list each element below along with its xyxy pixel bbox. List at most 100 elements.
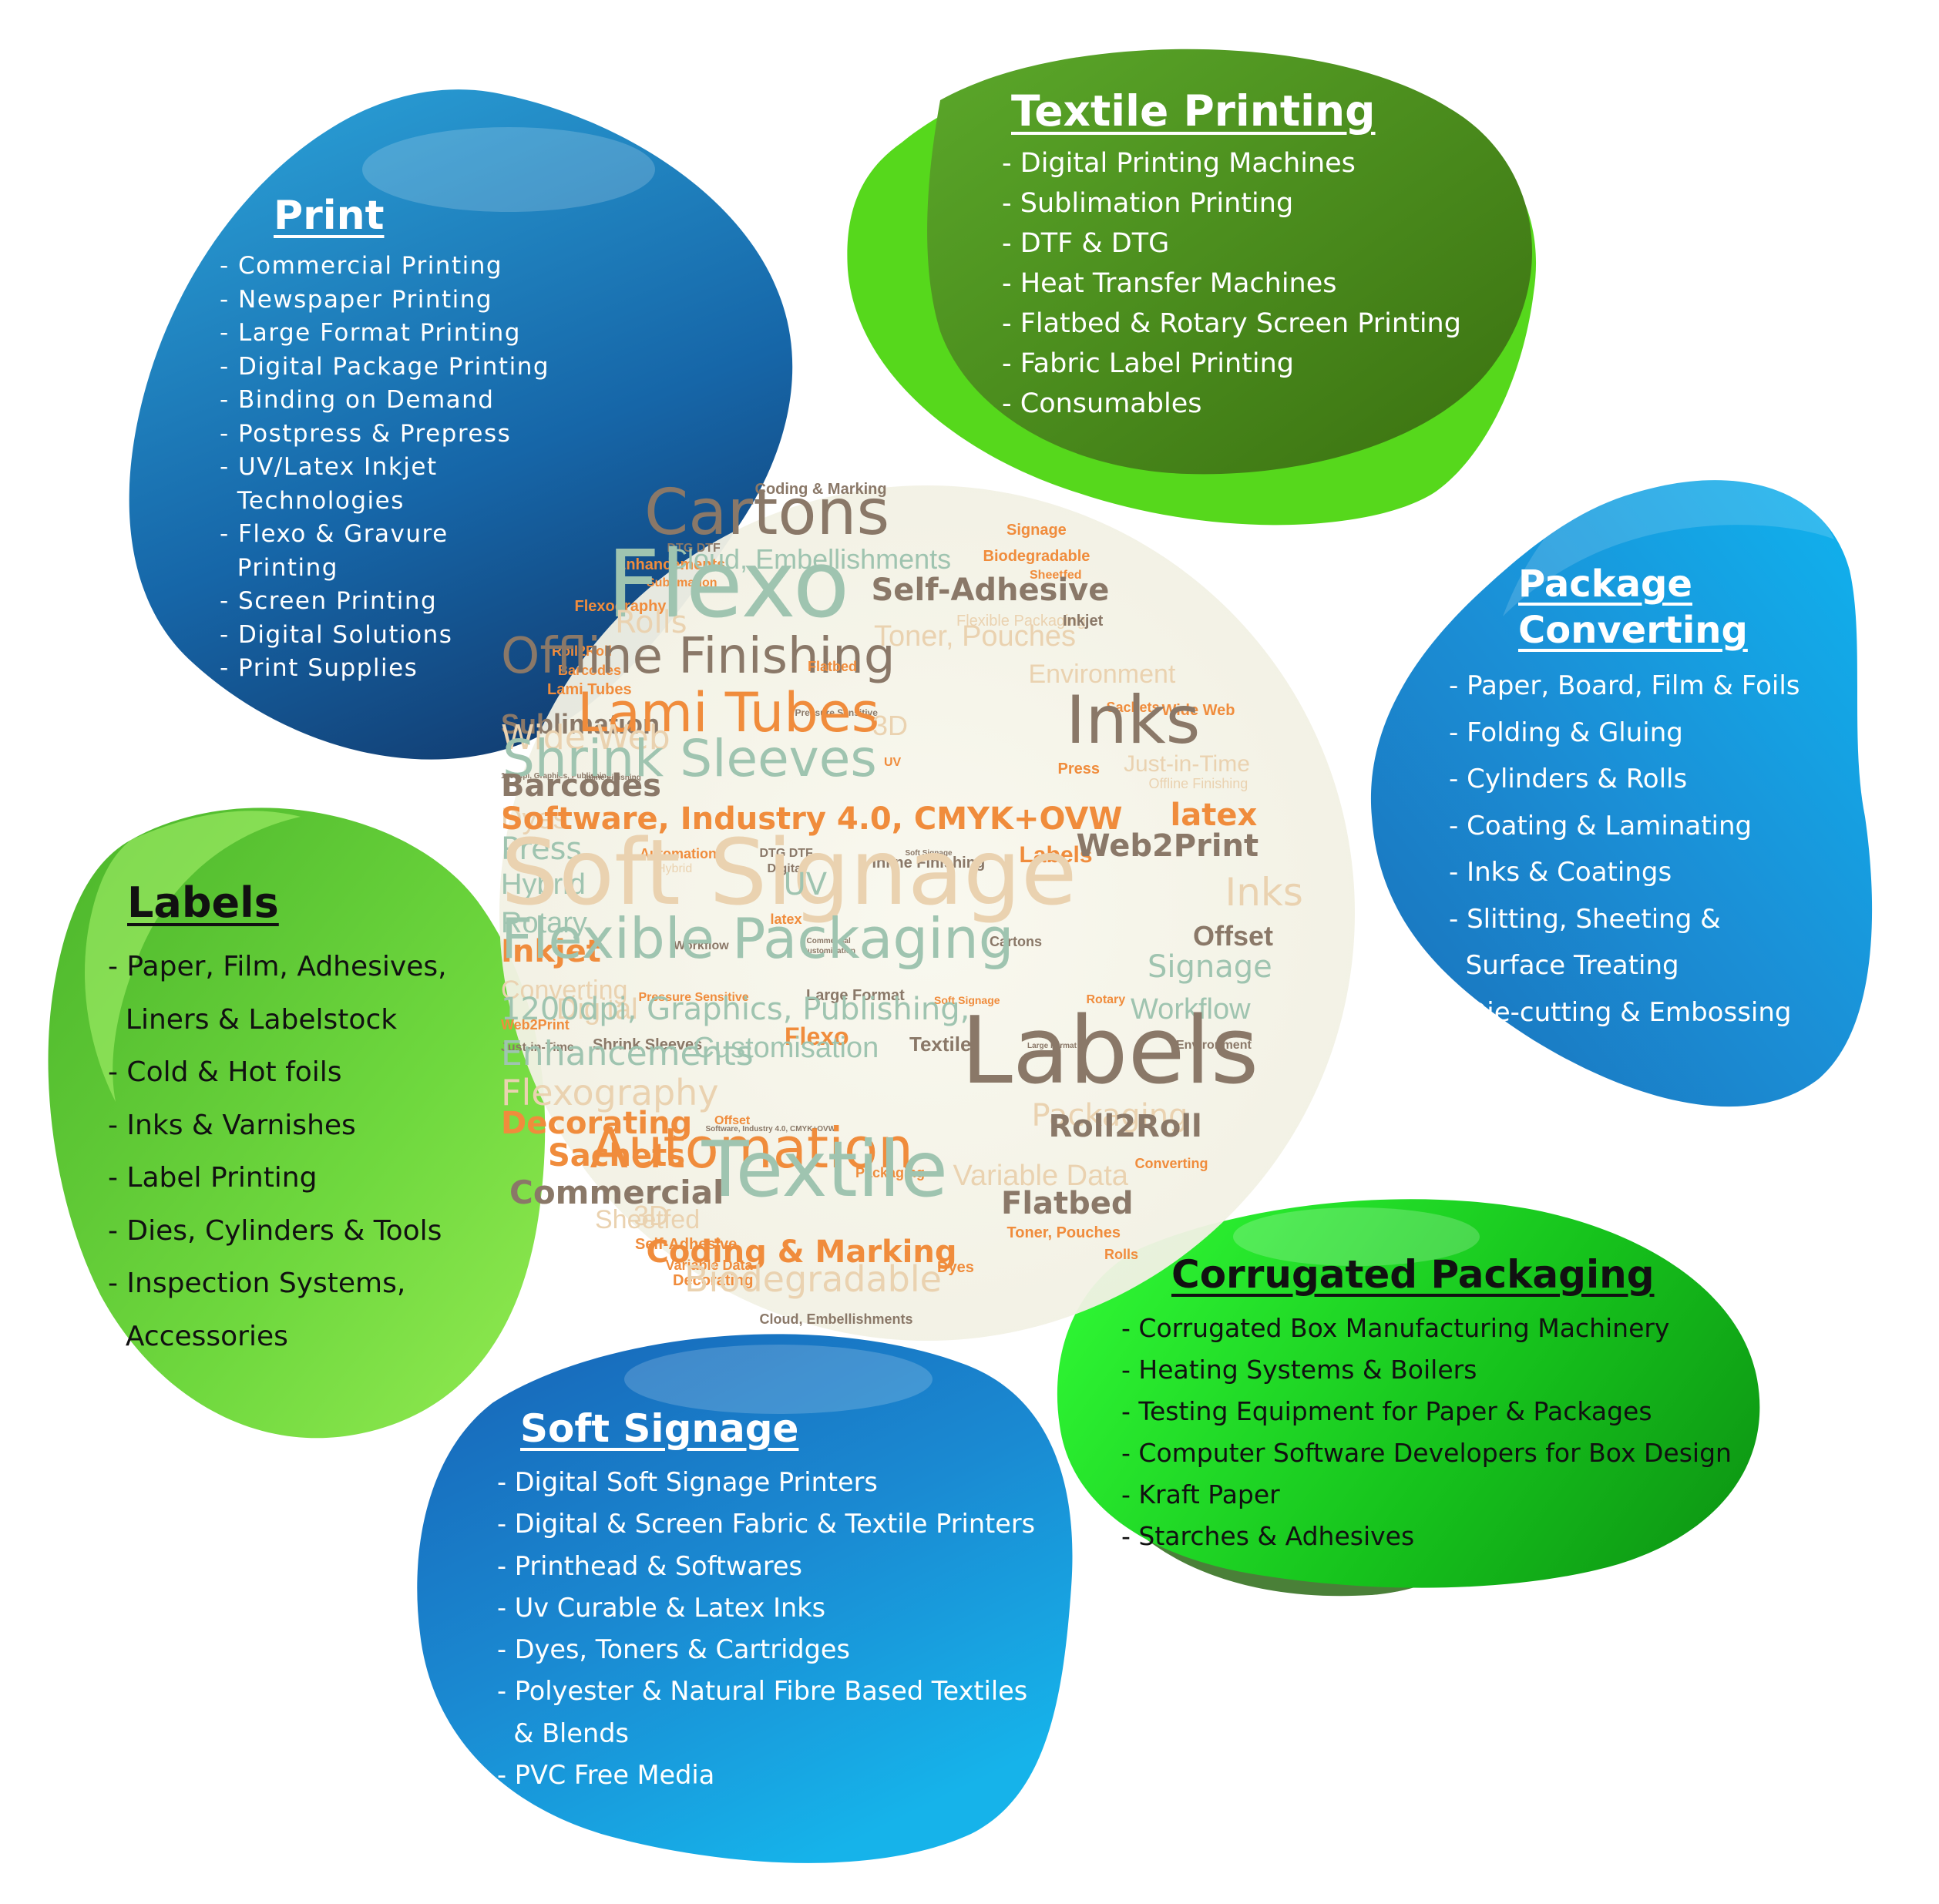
word-cloud-term: Web2Print — [501, 1017, 570, 1033]
list-item: - Digital Printing Machines — [1002, 148, 1356, 179]
word-cloud-term: Workflow — [674, 939, 729, 952]
word-cloud-term: Offline Finishing — [1148, 776, 1248, 791]
word-cloud-term: Labels — [1019, 842, 1093, 868]
word-cloud-term: Workflow — [1131, 993, 1251, 1026]
list-item: - UV/Latex Inkjet — [220, 453, 438, 481]
labels-title: Labels — [127, 878, 279, 927]
word-cloud-term: Rotary — [501, 907, 587, 939]
word-cloud-term: Digital — [767, 862, 805, 875]
textile-printing-panel: Textile Printing - Digital Printing Mach… — [1002, 86, 1461, 424]
list-item: - Label Printing — [108, 1162, 318, 1194]
word-cloud-term: Inline Finishing — [584, 774, 641, 782]
word-cloud-term: Just-in-Time — [501, 1041, 574, 1054]
word-cloud-term: Packaging — [1031, 1098, 1188, 1133]
list-item: - Starches & Adhesives — [1121, 1521, 1415, 1551]
word-cloud-term: Rolls — [615, 605, 687, 640]
list-item: Surface Treating — [1449, 950, 1679, 981]
list-item: - Digital & Screen Fabric & Textile Prin… — [497, 1509, 1036, 1540]
word-cloud-term: Dyes — [501, 803, 568, 835]
word-cloud-term: Just-in-Time — [1124, 751, 1250, 777]
word-cloud-term: Textile — [701, 1124, 948, 1214]
print-list: - Commercial Printing - Newspaper Printi… — [220, 250, 549, 686]
word-cloud-term: Large Format — [806, 987, 905, 1004]
word-cloud-term: Variable Data — [953, 1160, 1128, 1192]
word-cloud-term: Self-Adhesive — [635, 1236, 738, 1253]
list-item: - Heat Transfer Machines — [1002, 268, 1337, 299]
list-item: - Testing Equipment for Paper & Packages — [1121, 1396, 1652, 1426]
word-cloud-term: Lami Tubes — [577, 681, 880, 744]
list-item: - Binding on Demand — [220, 386, 495, 414]
word-cloud-term: Decorating — [673, 1272, 754, 1289]
word-cloud-term: Sheetfed — [1030, 569, 1082, 582]
soft-signage-panel: Soft Signage - Digital Soft Signage Prin… — [497, 1406, 1035, 1796]
package-converting-title-line1: Package — [1518, 562, 1692, 606]
list-item: - Dyes, Toners & Cartridges — [497, 1634, 850, 1665]
word-cloud-term: UV — [884, 756, 902, 769]
word-cloud-term: Self-Adhesive — [871, 573, 1110, 608]
list-item: - Large Format Printing — [220, 319, 521, 347]
list-item: - Postpress & Prepress — [220, 419, 512, 448]
package-converting-list: - Paper, Board, Film & Foils - Folding &… — [1449, 663, 1800, 1036]
package-converting-title-line2: Converting — [1518, 609, 1748, 652]
word-cloud-term: Coding & Marking — [646, 1234, 957, 1270]
word-cloud-term: Roll2Roll — [552, 643, 613, 659]
word-cloud-term: Cartons — [644, 476, 890, 549]
print-title: Print — [274, 193, 385, 239]
word-cloud-term: Rolls — [1104, 1247, 1139, 1262]
word-cloud-term: Barcodes — [501, 768, 661, 804]
word-cloud-term: Flexible Packaging — [501, 906, 1014, 971]
word-cloud-term: Press — [501, 831, 583, 867]
list-item: - Kraft Paper — [1121, 1479, 1280, 1509]
word-cloud-term: Converting — [501, 976, 628, 1005]
list-item: Accessories — [108, 1320, 288, 1352]
list-item: - Paper, Film, Adhesives, — [108, 951, 447, 982]
word-cloud-term: Digital — [556, 993, 638, 1026]
list-item: Technologies — [220, 486, 405, 515]
word-cloud-term: Inks — [1225, 870, 1303, 915]
word-cloud-term: 1200dpi, Graphics, Publishing, — [501, 772, 613, 781]
labels-list: - Paper, Film, Adhesives, Liners & Label… — [108, 941, 447, 1363]
word-cloud-term: Packaging — [855, 1165, 926, 1180]
word-cloud-term: Sublimation — [647, 576, 717, 589]
word-cloud-term: Cloud, Embellishments — [759, 1311, 913, 1327]
list-item: - Heating Systems & Boilers — [1121, 1355, 1477, 1385]
word-cloud-term: Pressure Sensitive — [795, 707, 878, 718]
word-cloud-term: Automation — [590, 1116, 913, 1180]
word-cloud-term: Flatbed — [808, 659, 858, 674]
word-cloud-term: Hybrid — [657, 862, 693, 875]
list-item: - Digital Soft Signage Printers — [497, 1467, 878, 1497]
textile-printing-title: Textile Printing — [1011, 86, 1376, 136]
word-cloud-term: Soft Signage — [934, 994, 1000, 1006]
list-item: - Computer Software Developers for Box D… — [1121, 1438, 1732, 1468]
word-cloud-term: Large Format — [1027, 1042, 1077, 1050]
list-item: - Flexo & Gravure — [220, 520, 449, 548]
list-item: Liners & Labelstock — [108, 1003, 398, 1036]
word-cloud-term: Soft Signage — [501, 819, 1077, 925]
word-cloud-term: Coding & Marking — [754, 481, 887, 498]
corrugated-packaging-list: - Corrugated Box Manufacturing Machinery… — [1121, 1308, 1732, 1557]
list-item: - Printhead & Softwares — [497, 1550, 802, 1581]
word-cloud-term: UV — [783, 867, 828, 902]
word-cloud-term: Lami Tubes — [547, 681, 632, 698]
word-cloud-term: Flexography — [574, 598, 667, 615]
word-cloud-term: Flexo — [607, 532, 850, 639]
word-cloud-term: 1200dpi, Graphics, Publishing, — [501, 992, 970, 1027]
list-item: - Digital Solutions — [220, 620, 453, 649]
print-panel: Print - Commercial Printing - Newspaper … — [220, 193, 549, 686]
list-item: & Blends — [497, 1718, 629, 1748]
soft-signage-title: Soft Signage — [520, 1406, 799, 1451]
word-cloud-term: Converting — [1134, 1156, 1208, 1171]
word-cloud-term: Labels — [961, 998, 1259, 1105]
word-cloud-term: Signage — [1006, 522, 1067, 539]
word-cloud-term: Signage — [1148, 949, 1272, 985]
list-item: - Fabric Label Printing — [1002, 348, 1295, 379]
word-cloud-term: Biodegradable — [684, 1258, 942, 1300]
word-cloud-term: Cartons — [990, 934, 1043, 949]
corrugated-packaging-panel: Corrugated Packaging - Corrugated Box Ma… — [1121, 1252, 1732, 1557]
list-item: - Print Supplies — [220, 654, 418, 682]
word-cloud-term: Commercial — [806, 937, 851, 945]
list-item: - Cold & Hot foils — [108, 1056, 342, 1088]
list-item: - Digital Package Printing — [220, 352, 550, 381]
list-item: - Inks & Coatings — [1449, 857, 1672, 888]
